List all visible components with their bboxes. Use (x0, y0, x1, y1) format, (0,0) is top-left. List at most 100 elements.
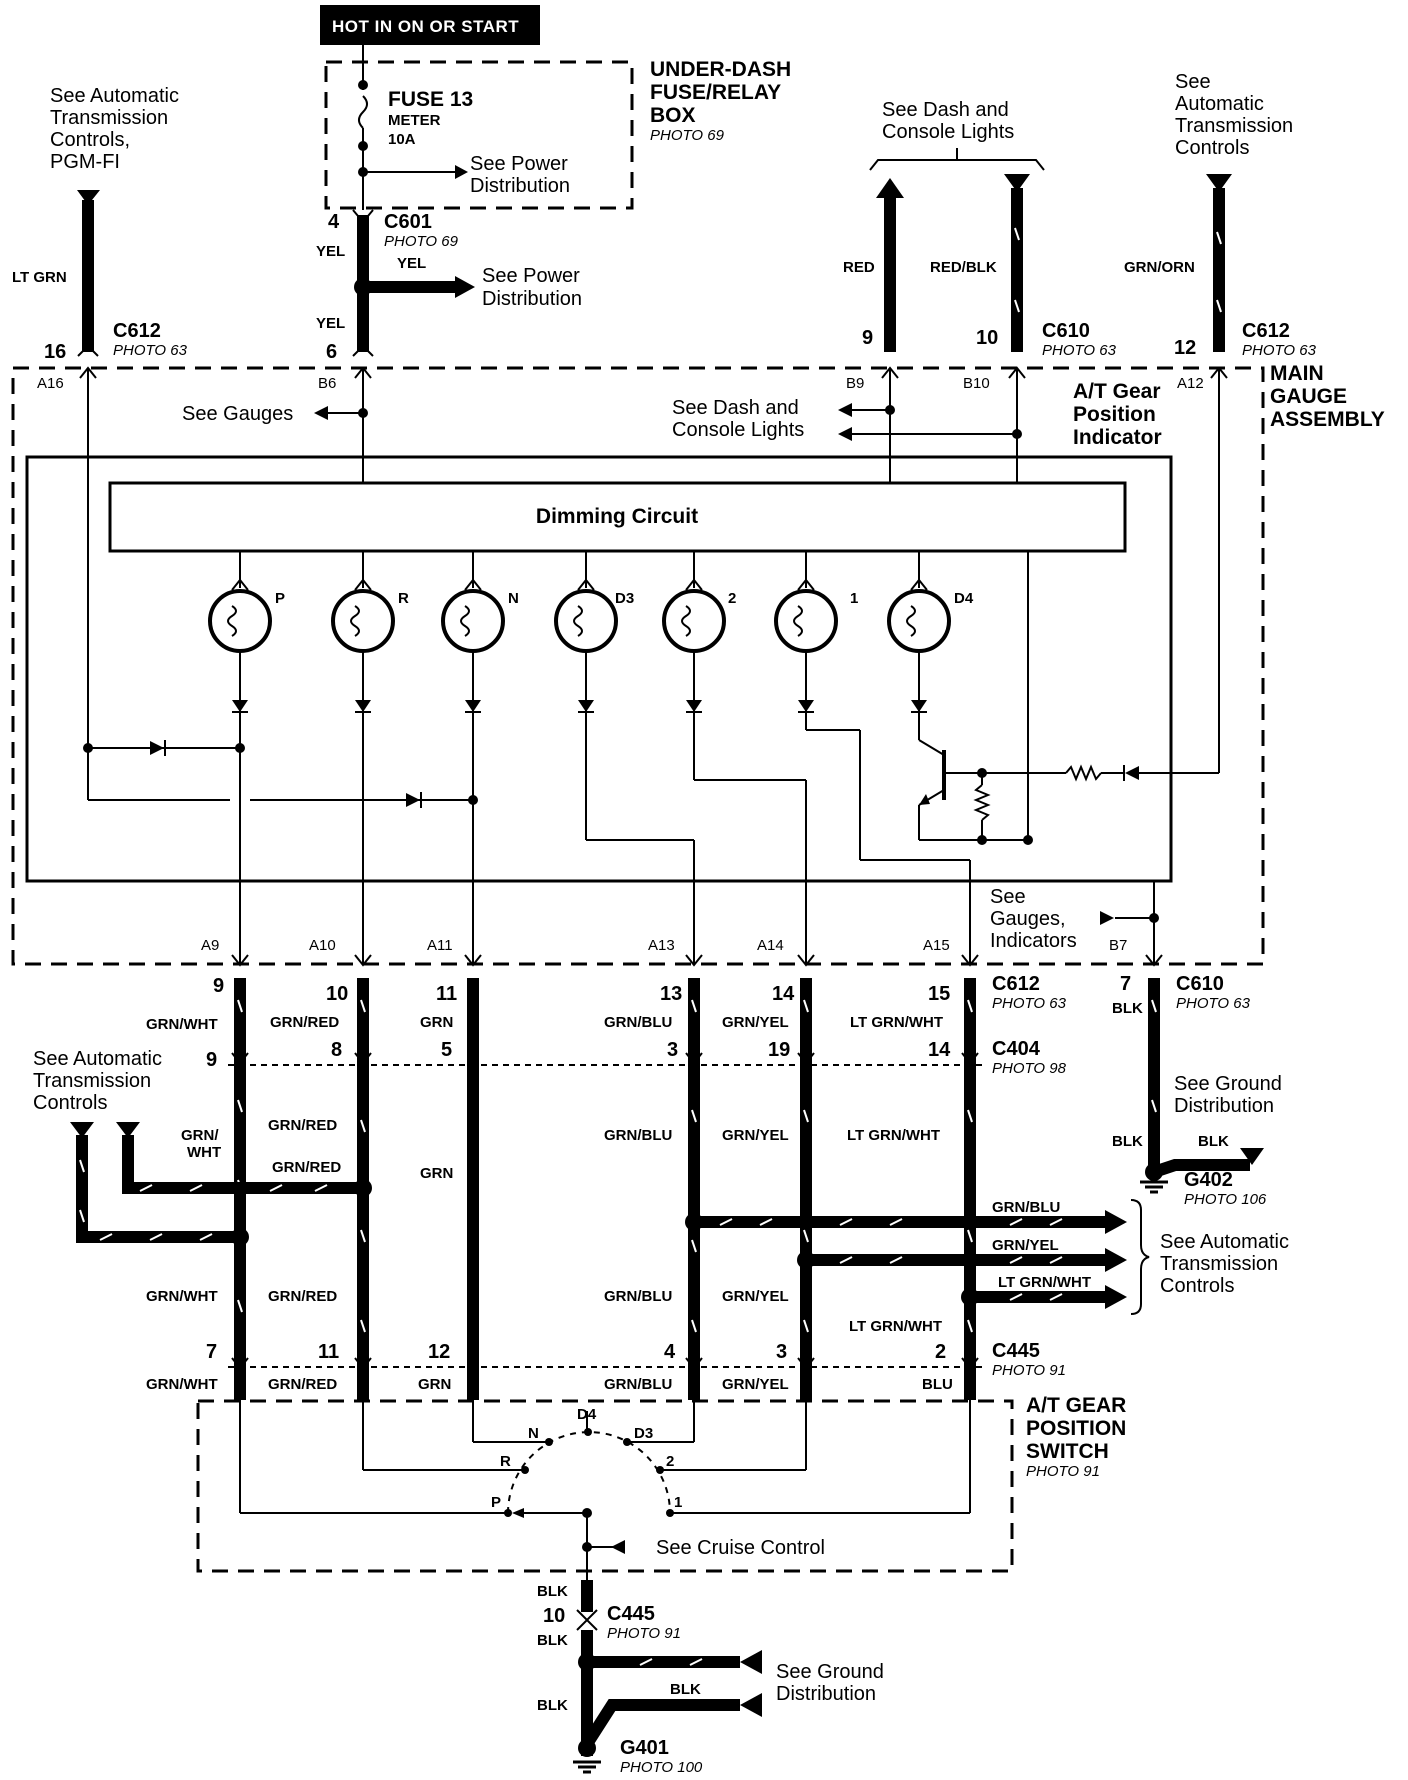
c445-pin-2: 2 (935, 1341, 946, 1363)
dash-console-top-2: Console Lights (882, 121, 1014, 143)
wire-upper-5: LT GRN/WHT (850, 1014, 943, 1031)
cav-a12: A12 (1177, 375, 1204, 392)
fuse-box-title-2: FUSE/RELAY (650, 81, 781, 104)
wire-upper-2: GRN (420, 1014, 453, 1031)
atc-pgmfi-ref-1: See Automatic (50, 85, 179, 107)
atc-right-arrow-3-icon (1105, 1285, 1127, 1309)
atc-left-arrow-icon (77, 190, 100, 205)
fuse-box-photo: PHOTO 69 (650, 127, 725, 144)
bulb-label-n: N (508, 590, 519, 607)
wire-mid-grn-1: GRN/ (181, 1127, 219, 1144)
fuse-symbol (358, 95, 368, 129)
dimming-circuit-label: Dimming Circuit (536, 505, 698, 528)
wire-hash-marks (237, 999, 1157, 1333)
c612-b-pin-10: 10 (326, 983, 348, 1005)
atc-right-brace (1130, 1199, 1150, 1315)
c445-low-name: C445 (607, 1603, 655, 1625)
atc-top-right-2: Automatic (1175, 93, 1264, 115)
atc-left-arrow-a-icon (70, 1122, 94, 1138)
fuse-box-title-1: UNDER-DASH (650, 58, 791, 81)
c612-b-pin-13: 13 (660, 983, 682, 1005)
c610-b-name: C610 (1176, 973, 1224, 995)
bulb-label-2: 2 (728, 590, 736, 607)
c445-pin-11: 11 (318, 1341, 339, 1363)
gauges-ref: See Gauges (182, 403, 293, 425)
c445-low-photo: PHOTO 91 (607, 1625, 681, 1642)
c445-mid-photo: PHOTO 91 (992, 1362, 1066, 1379)
c404-pin-19: 19 (768, 1039, 790, 1061)
fuse-rating: 10A (388, 131, 416, 148)
fuse-circuit: METER (388, 112, 441, 129)
wire-lt-grn: LT GRN (12, 269, 67, 286)
c612-b-pin-9: 9 (213, 975, 224, 997)
atc-right-2: Transmission (1160, 1253, 1278, 1275)
dash-console-arrow-2-icon (838, 427, 852, 441)
cav-a14: A14 (757, 937, 784, 954)
g402-photo: PHOTO 106 (1184, 1191, 1267, 1208)
c612-b-pin-14: 14 (772, 983, 795, 1005)
switch-title-1: A/T GEAR (1026, 1394, 1126, 1417)
ground-bottom-arrow-2-icon (740, 1693, 762, 1717)
cruise-ref: See Cruise Control (656, 1537, 825, 1559)
wire-lower-4: LT GRN/WHT (849, 1318, 942, 1335)
switch-rotor-arc (507, 1431, 671, 1514)
switch-pos-p: P (491, 1494, 501, 1511)
wire-yel-2: YEL (397, 255, 426, 272)
wire-blk-low-0: BLK (537, 1583, 568, 1600)
wire-blk-low-2: BLK (670, 1681, 701, 1698)
hot-label-box (320, 5, 540, 45)
bulb-d4: D4 (887, 551, 974, 740)
c404-photo: PHOTO 98 (992, 1060, 1067, 1077)
atc-left-arrow-b-icon (116, 1122, 140, 1138)
gear-switch-box (196, 1399, 1014, 1573)
atc-left-1: See Automatic (33, 1048, 162, 1070)
c612-left-name: C612 (113, 320, 161, 342)
dash-console-top-1: See Dash and (882, 99, 1009, 121)
dimming-circuit-block (108, 481, 1127, 553)
wire-branch-1: GRN/YEL (992, 1237, 1059, 1254)
bulb-p: P (208, 551, 285, 964)
grn-orn-arrow-icon (1206, 174, 1232, 192)
g402-name: G402 (1184, 1169, 1233, 1191)
wire-sw-4: GRN/YEL (722, 1376, 789, 1393)
c612-left-photo: PHOTO 63 (113, 342, 188, 359)
cav-b7: B7 (1109, 937, 1127, 954)
dash-console-arrow-1-icon (838, 403, 852, 417)
wire-yel-3: YEL (316, 315, 345, 332)
ground-bottom-2: Distribution (776, 1683, 876, 1705)
c610-b-pin: 7 (1120, 973, 1131, 995)
bulb-label-p: P (275, 590, 285, 607)
atc-right-1: See Automatic (1160, 1231, 1289, 1253)
switch-contacts (504, 1428, 674, 1518)
switch-pos-d3: D3 (634, 1425, 653, 1442)
c404-pin-9: 9 (206, 1049, 217, 1071)
bulb-label-r: R (398, 590, 409, 607)
hot-label: HOT IN ON OR START (332, 17, 519, 36)
bulb-n: N (441, 551, 519, 964)
dash-console-up-arrow-icon (876, 178, 904, 198)
wire-sw-1: GRN/RED (268, 1376, 337, 1393)
wire-branch-0: GRN/BLU (992, 1199, 1060, 1216)
wire-lower-0: GRN/WHT (146, 1288, 218, 1305)
c601-photo: PHOTO 69 (384, 233, 459, 250)
fuse-box-title-3: BOX (650, 104, 696, 127)
switch-pos-1: 1 (674, 1494, 682, 1511)
wire-grn-orn: GRN/ORN (1124, 259, 1195, 276)
gauge-title-1: MAIN (1270, 362, 1324, 385)
wire-mid-5: LT GRN/WHT (847, 1127, 940, 1144)
c445-mid-name: C445 (992, 1340, 1040, 1362)
g401-photo: PHOTO 100 (620, 1759, 703, 1776)
wire-sw-0: GRN/WHT (146, 1376, 218, 1393)
atc-top-right-3: Transmission (1175, 115, 1293, 137)
c612-right-name: C612 (1242, 320, 1290, 342)
c445-pin-7: 7 (206, 1341, 217, 1363)
cruise-arrow-icon (611, 1540, 625, 1554)
wire-lower-3: GRN/YEL (722, 1288, 789, 1305)
bulb-r: R (331, 551, 409, 964)
bulb-label-d4: D4 (954, 590, 974, 607)
gauges-arrow-icon (314, 406, 328, 420)
wire-upper-4: GRN/YEL (722, 1014, 789, 1031)
cav-b10: B10 (963, 375, 990, 392)
c445-pin-3: 3 (776, 1341, 787, 1363)
wire-red-blk: RED/BLK (930, 259, 997, 276)
